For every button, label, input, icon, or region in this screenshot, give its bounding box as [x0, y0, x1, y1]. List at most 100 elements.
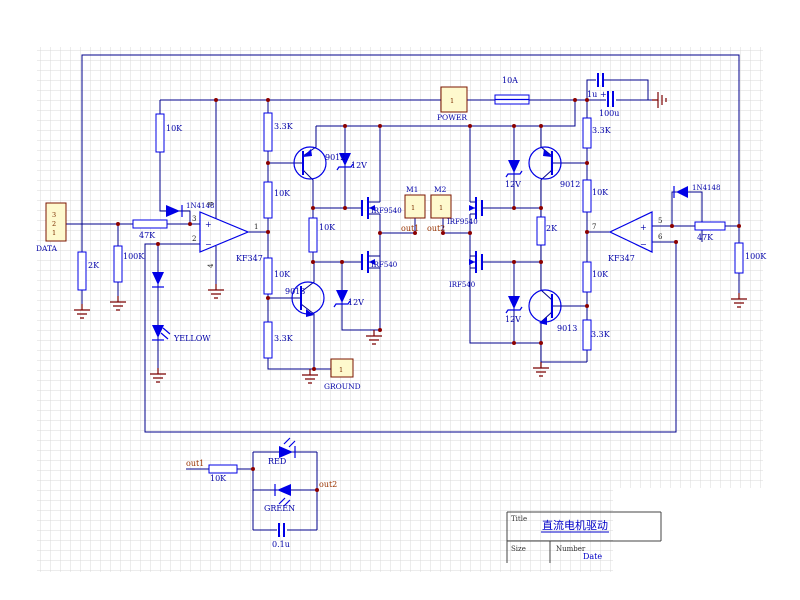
resistor-value: 47K [139, 231, 156, 240]
transistor-9012-left[interactable]: 9012 [293, 146, 345, 180]
cap-polarity: + [600, 90, 607, 99]
led-yellow[interactable]: YELLOW [152, 325, 211, 343]
resistor-10k-led[interactable] [208, 464, 238, 474]
resistor-value: 10K [166, 124, 183, 133]
transistor-9013-right[interactable]: 9013 [528, 289, 577, 333]
mosfet-irf9540-left[interactable]: IRF9540 [361, 197, 402, 219]
resistor-value: 10K [274, 270, 291, 279]
net-label-out2[interactable]: out2 [427, 224, 445, 233]
mosfet-label: IRF540 [449, 281, 475, 289]
pin-number: 1 [254, 223, 258, 231]
connector-name: POWER [437, 113, 467, 122]
net-labels[interactable]: out1 out2 out1 out2 [186, 224, 445, 489]
resistor-value: 10K [210, 474, 227, 483]
plus-sign: + [205, 220, 212, 229]
cap-value: 100u [599, 109, 619, 118]
pin-number: 4 [207, 263, 215, 268]
transistor-9013-left[interactable]: 9013 [285, 281, 325, 317]
connector-m2[interactable]: M2 1 [430, 185, 452, 219]
fuse-10a[interactable]: 10A [494, 76, 530, 105]
zener-12v-right-lower[interactable]: 12V [505, 296, 523, 324]
opamp-label: KF347 [608, 254, 635, 263]
connector-name: DATA [36, 244, 58, 253]
resistor-value: 10K [319, 223, 336, 232]
connector-pin: 2 [52, 220, 56, 228]
resistor-3k3-left-lower[interactable] [263, 321, 273, 359]
schematic-title: 直流电机驱动 [542, 518, 608, 532]
resistor-value: 10K [592, 188, 609, 197]
pin-number: 7 [592, 223, 596, 231]
zener-value: 12V [505, 315, 521, 324]
diode-yellow-branch[interactable] [152, 272, 164, 288]
connector-pin: 3 [52, 211, 56, 219]
diode-1n4148-right[interactable]: 1N4148 [673, 184, 720, 198]
minus-sign: − [640, 240, 647, 249]
pin-number: 3 [192, 215, 196, 223]
resistor-10k-right-upper[interactable] [582, 179, 592, 213]
connector-pin: 1 [52, 229, 56, 237]
resistor-100k-left[interactable] [113, 245, 123, 283]
title-block-date-label: Date [583, 552, 602, 561]
mosfet-irf540-left[interactable]: IRF540 [361, 251, 397, 273]
net-label-out1-led[interactable]: out1 [186, 459, 204, 468]
resistor-value: 100K [745, 252, 767, 261]
resistor-value: 3.3K [274, 334, 294, 343]
connector-m1[interactable]: M1 1 [404, 185, 426, 219]
junction-dots [116, 98, 741, 492]
fuse-value: 10A [502, 76, 518, 85]
net-label-out2-led[interactable]: out2 [319, 480, 337, 489]
capacitor-0p1u[interactable]: 0.1u [272, 523, 290, 549]
resistor-10k-left-top[interactable] [155, 113, 165, 153]
capacitor-1u[interactable]: 1u [587, 73, 604, 99]
resistor-value: 47K [697, 233, 714, 242]
resistor-3k3-right-top[interactable] [582, 117, 592, 149]
net-label-out1[interactable]: out1 [401, 224, 419, 233]
resistor-10k-mid-upper[interactable] [263, 181, 273, 219]
mosfet-irf540-right[interactable]: IRF540 [449, 251, 483, 289]
pin-number: 8 [207, 202, 215, 206]
pin-number: 5 [658, 217, 662, 225]
resistor-2k-left[interactable] [77, 251, 87, 291]
resistor-47k-left[interactable] [132, 219, 168, 229]
cap-value: 1u [587, 90, 597, 99]
resistor-value: 2K [88, 261, 100, 270]
connector-name: M2 [434, 185, 447, 194]
mosfet-irf9540-right[interactable]: IRF9540 [447, 197, 483, 226]
connector-ground[interactable]: 1 GROUND [324, 358, 361, 391]
capacitor-100u[interactable]: + 100u [599, 90, 619, 118]
led-red[interactable]: RED [268, 437, 296, 466]
resistors[interactable]: 10K 3.3K 10K 10K 10K 3.3K 2K 100K 47K 3.… [77, 112, 767, 483]
opamp-kf347-right[interactable]: + − 5 6 7 KF347 [592, 211, 663, 263]
resistor-47k-right[interactable] [694, 221, 726, 231]
zener-value: 12V [348, 298, 364, 307]
led-green[interactable]: GREEN [264, 484, 295, 513]
resistor-value: 10K [274, 189, 291, 198]
plus-sign: + [640, 223, 647, 232]
resistor-10k-gate[interactable] [308, 217, 318, 253]
zener-12v-left-upper[interactable]: 12V [336, 153, 367, 171]
resistor-value: 100K [123, 252, 145, 261]
zener-12v-right-upper[interactable]: 12V [505, 160, 523, 189]
transistor-9012-right[interactable]: 9012 [528, 146, 580, 189]
resistor-2k-right[interactable] [536, 216, 546, 246]
title-block-title-label: Title [511, 515, 527, 523]
resistor-100k-right[interactable] [734, 242, 744, 274]
connector-power[interactable]: 1 POWER [437, 86, 468, 122]
zener-12v-left-lower[interactable]: 12V [333, 290, 364, 308]
connector-data[interactable]: 3 2 1 DATA [36, 202, 67, 253]
opamp-kf347-left[interactable]: + − 3 2 1 8 4 KF347 [192, 202, 263, 268]
title-block-size-label: Size [511, 545, 526, 553]
resistor-3k3-right-lower[interactable] [582, 319, 592, 351]
connector-name: GROUND [324, 382, 361, 391]
resistor-10k-right-lower[interactable] [582, 261, 592, 293]
diode-1n4148-left[interactable]: 1N4148 [166, 202, 214, 217]
resistor-value: 10K [592, 270, 609, 279]
resistor-10k-mid-lower[interactable] [263, 257, 273, 295]
sheet-corner-blank [613, 488, 763, 572]
resistor-3k3-left[interactable] [263, 112, 273, 152]
connector-pin: 1 [339, 366, 343, 374]
mosfet-label: IRF540 [371, 261, 397, 269]
mosfet-label: IRF9540 [371, 207, 402, 215]
